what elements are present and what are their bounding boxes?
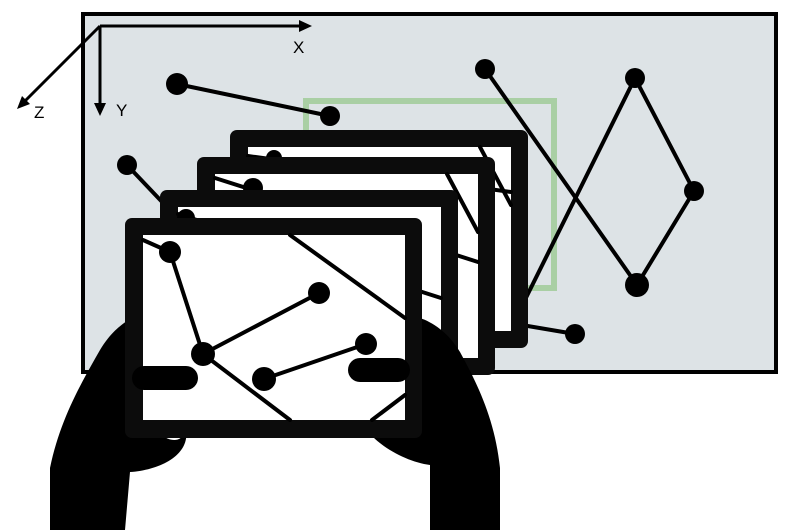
tablet-graph-node xyxy=(355,333,377,355)
tablet-graph-edge xyxy=(288,233,407,320)
tablet-graph-node xyxy=(252,367,276,391)
graph-node xyxy=(117,155,137,175)
graph-edge xyxy=(483,67,639,287)
tablet-graph-node xyxy=(191,342,215,366)
z-axis-line xyxy=(22,24,102,104)
z-arrow-icon xyxy=(17,96,30,109)
tablet-graph-edge xyxy=(370,393,407,422)
graph-node xyxy=(625,68,645,88)
x-arrow-icon xyxy=(299,20,312,32)
graph-edge xyxy=(635,189,696,287)
tablet-graph-edge xyxy=(262,342,368,381)
graph-edge xyxy=(633,76,696,193)
graph-node xyxy=(475,59,495,79)
graph-edge xyxy=(175,82,332,118)
left-thumb xyxy=(132,366,198,390)
y-arrow-icon xyxy=(94,103,106,116)
display-graph-nodes xyxy=(117,59,704,344)
graph-node xyxy=(166,73,188,95)
tablet-frame-1 xyxy=(125,218,422,438)
graph-node xyxy=(684,181,704,201)
display-graph xyxy=(125,67,696,336)
right-thumb xyxy=(348,358,410,382)
tablet-graph-node xyxy=(159,241,181,263)
tablet-graph-edge xyxy=(201,291,321,356)
tablet-graph-edge xyxy=(168,250,205,356)
tablet-screen xyxy=(143,235,405,420)
tablet-graph-edge xyxy=(478,145,513,207)
axis-arrowheads xyxy=(17,20,312,116)
tablet-graph-edge xyxy=(445,172,480,234)
graph-node xyxy=(625,273,649,297)
graph-node xyxy=(565,324,585,344)
graph-node xyxy=(320,106,340,126)
z-axis-label: Z xyxy=(34,103,44,122)
tablet-graph-edge xyxy=(201,352,292,422)
thumbs xyxy=(132,358,410,390)
graph-edge xyxy=(508,76,637,332)
y-axis-label: Y xyxy=(116,101,127,120)
coordinate-axes xyxy=(22,24,302,108)
tablet-graph-node xyxy=(308,282,330,304)
x-axis-label: X xyxy=(293,38,304,57)
